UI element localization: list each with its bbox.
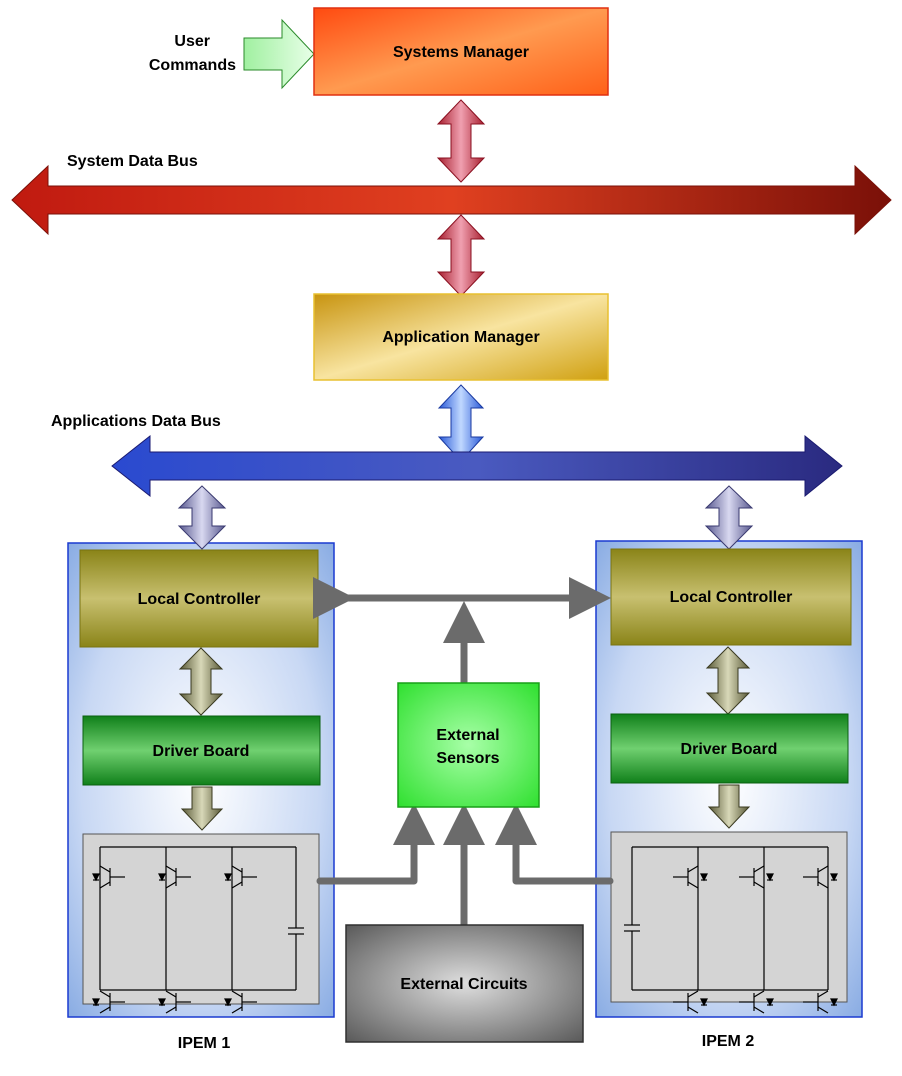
- external-sensors-label-line2: Sensors: [436, 750, 499, 767]
- local-controller-1-label: Local Controller: [138, 591, 261, 608]
- user-commands-arrow: [243, 18, 315, 90]
- systems-manager-bus-arrow: [436, 99, 486, 183]
- applications-data-bus-label: Applications Data Bus: [51, 413, 221, 430]
- connector-inverter1-sensors: [316, 803, 435, 885]
- systems-manager-box[interactable]: [313, 7, 609, 96]
- system-data-bus: [11, 164, 892, 236]
- local-controller-2-box[interactable]: [610, 548, 852, 646]
- inverter-circuit-1: [82, 833, 320, 1014]
- user-commands-label-line2: Commands: [149, 57, 236, 74]
- application-manager-box[interactable]: [313, 293, 609, 381]
- external-circuits-label: External Circuits: [400, 976, 527, 993]
- app-manager-bus-arrow: [437, 384, 485, 462]
- local-controller-2-label: Local Controller: [670, 589, 793, 606]
- connector-inverter2-sensors: [495, 803, 614, 885]
- local-controller-1-box[interactable]: [79, 549, 319, 648]
- driver-board-1-label: Driver Board: [153, 743, 250, 760]
- external-sensors-box[interactable]: [397, 682, 540, 808]
- driver-inverter-1-arrow: [180, 786, 224, 831]
- system-bus-app-manager-arrow: [436, 214, 486, 297]
- bus-local-controller-1-arrow: [177, 485, 227, 550]
- user-commands-label-line1: User: [174, 33, 210, 50]
- systems-manager-label: Systems Manager: [393, 44, 529, 61]
- external-circuits-box[interactable]: [345, 924, 584, 1043]
- external-sensors-label-line1: External: [436, 727, 499, 744]
- driver-inverter-2-arrow: [707, 784, 751, 829]
- bus-local-controller-2-arrow: [704, 485, 754, 550]
- ipem-1-label: IPEM 1: [178, 1035, 231, 1052]
- application-manager-label: Application Manager: [382, 329, 539, 346]
- inverter-circuit-2: [610, 831, 848, 1014]
- ipem-2-label: IPEM 2: [702, 1033, 755, 1050]
- system-data-bus-label: System Data Bus: [67, 153, 198, 170]
- driver-board-2-label: Driver Board: [681, 741, 778, 758]
- applications-data-bus: [111, 434, 843, 498]
- local-controller-driver-1-arrow: [178, 647, 224, 716]
- driver-board-2-box[interactable]: [610, 713, 849, 784]
- driver-board-1-box[interactable]: [82, 715, 321, 786]
